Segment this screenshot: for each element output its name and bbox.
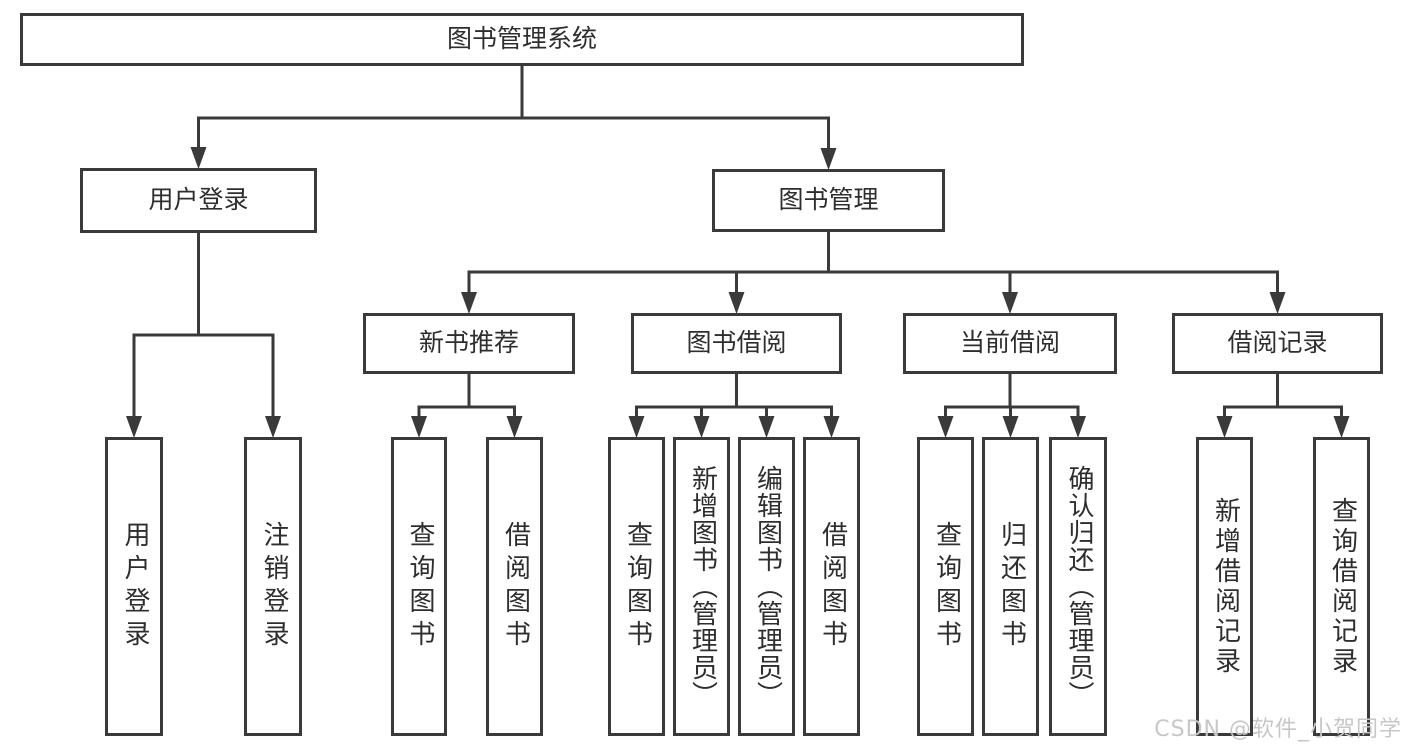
node-label-current-borrow: 当前借阅 <box>959 328 1060 358</box>
node-leaf-confirm-return: 确认归还（管理员） <box>1049 437 1107 736</box>
node-leaf-edit-book: 编辑图书（管理员） <box>738 437 795 736</box>
node-label-borrow-records: 借阅记录 <box>1227 328 1328 358</box>
arrowhead <box>190 147 207 169</box>
arrowhead <box>628 416 645 438</box>
arrowhead <box>758 416 775 438</box>
node-label-book-borrow: 图书借阅 <box>686 328 787 358</box>
node-user-login-group: 用户登录 <box>80 168 317 233</box>
node-leaf-query-book-1: 查询图书 <box>391 437 447 736</box>
arrowhead <box>411 416 427 438</box>
arrowhead <box>1216 416 1233 438</box>
node-leaf-return-book: 归还图书 <box>982 437 1039 736</box>
arrowhead <box>1070 416 1086 438</box>
node-leaf-logout: 注销登录 <box>244 437 302 736</box>
node-label-leaf-borrow-book-2: 借阅图书 <box>817 520 848 653</box>
arrowhead <box>728 292 745 314</box>
node-leaf-add-record: 新增借阅记录 <box>1196 437 1253 736</box>
node-label-user-login-group: 用户登录 <box>148 185 249 215</box>
arrowhead <box>1002 416 1019 438</box>
node-leaf-user-login: 用户登录 <box>105 437 163 736</box>
arrowhead <box>506 416 523 438</box>
node-label-leaf-add-book: 新增图书（管理员） <box>687 465 718 708</box>
node-label-leaf-add-record: 新增借阅记录 <box>1210 496 1241 677</box>
node-book-borrow: 图书借阅 <box>631 313 842 374</box>
node-label-leaf-edit-book: 编辑图书（管理员） <box>752 465 783 708</box>
arrowhead <box>693 416 710 438</box>
node-label-leaf-confirm-return: 确认归还（管理员） <box>1063 465 1094 708</box>
arrowhead <box>1269 292 1286 314</box>
node-book-mgmt: 图书管理 <box>712 169 945 232</box>
node-label-root: 图书管理系统 <box>446 24 597 54</box>
arrowhead <box>937 416 954 438</box>
node-new-book-rec: 新书推荐 <box>363 313 575 374</box>
node-label-leaf-return-book: 归还图书 <box>996 520 1027 653</box>
node-label-leaf-query-record: 查询借阅记录 <box>1327 496 1358 677</box>
node-label-leaf-query-book-3: 查询图书 <box>931 520 962 653</box>
node-label-leaf-query-book-1: 查询图书 <box>404 520 435 653</box>
node-label-leaf-query-book-2: 查询图书 <box>622 520 653 653</box>
arrowhead <box>1333 416 1350 438</box>
node-borrow-records: 借阅记录 <box>1172 313 1383 374</box>
arrowhead <box>823 416 840 438</box>
arrowhead <box>126 416 142 438</box>
arrowhead <box>1002 292 1018 314</box>
node-leaf-query-book-3: 查询图书 <box>917 437 974 736</box>
arrowhead <box>265 416 281 438</box>
node-leaf-query-record: 查询借阅记录 <box>1313 437 1370 736</box>
node-label-leaf-user-login: 用户登录 <box>119 520 150 653</box>
node-leaf-borrow-book-1: 借阅图书 <box>486 437 543 736</box>
node-label-leaf-logout: 注销登录 <box>258 520 289 653</box>
node-label-leaf-borrow-book-1: 借阅图书 <box>500 520 531 653</box>
node-label-book-mgmt: 图书管理 <box>778 185 879 215</box>
node-leaf-add-book: 新增图书（管理员） <box>673 437 730 736</box>
node-leaf-borrow-book-2: 借阅图书 <box>803 437 860 736</box>
arrowhead <box>461 292 477 314</box>
node-root: 图书管理系统 <box>20 13 1024 66</box>
node-current-borrow: 当前借阅 <box>903 313 1117 374</box>
node-label-new-book-rec: 新书推荐 <box>418 328 519 358</box>
node-leaf-query-book-2: 查询图书 <box>608 437 665 736</box>
arrowhead <box>820 148 837 170</box>
